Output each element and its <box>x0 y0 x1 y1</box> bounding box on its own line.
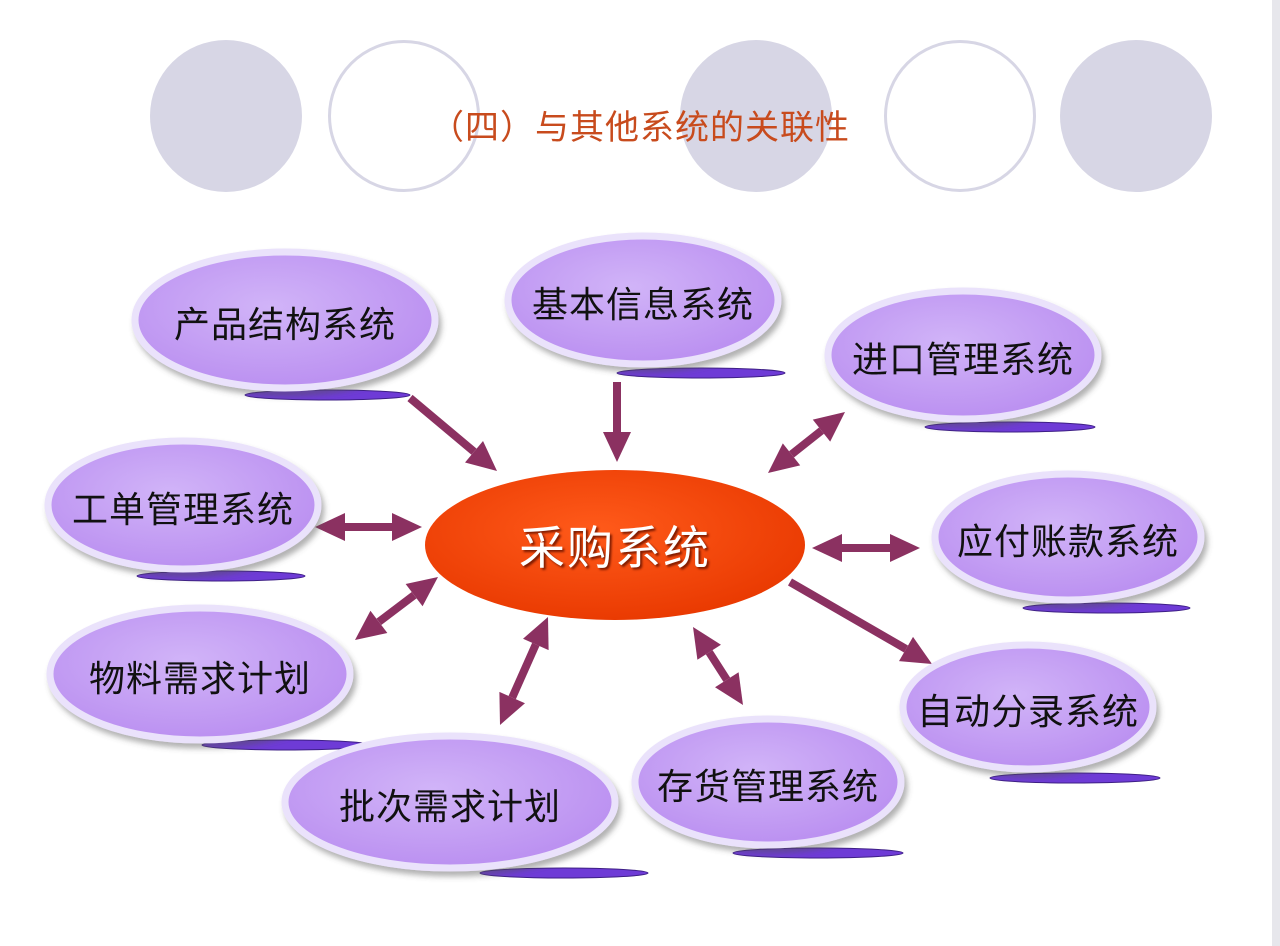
arrow-head-product-structure <box>465 440 497 471</box>
node-work-order-management <box>44 437 322 573</box>
arrow-tail-head-accounts-payable <box>812 534 842 562</box>
arrow-import-management <box>789 427 824 458</box>
center-node-label: 采购系统 <box>519 521 711 575</box>
node-auto-journal <box>899 641 1157 773</box>
arrow-material-requirements <box>376 591 417 626</box>
arrow-head-inventory-management <box>715 672 743 705</box>
node-label-accounts-payable: 应付账款系统 <box>956 522 1180 563</box>
node-underline-import-management <box>924 421 1096 433</box>
node-label-batch-requirements: 批次需求计划 <box>338 787 562 828</box>
arrow-tail-head-material-requirements <box>405 577 438 607</box>
header-deco-circle-2 <box>328 40 480 192</box>
arrow-head-accounts-payable <box>890 534 920 562</box>
node-label-basic-info: 基本信息系统 <box>531 285 755 326</box>
center-node-layer <box>425 470 805 620</box>
arrow-head-basic-info <box>603 432 631 462</box>
node-label-inventory-management: 存货管理系统 <box>656 767 880 808</box>
node-accounts-payable <box>931 470 1205 604</box>
node-underline-accounts-payable <box>1022 602 1191 614</box>
right-edge-strip <box>1272 0 1280 946</box>
node-product-structure <box>131 248 439 392</box>
node-underline-work-order-management <box>136 570 306 582</box>
node-label-work-order-management: 工单管理系统 <box>71 490 295 531</box>
node-label-material-requirements: 物料需求计划 <box>88 659 312 700</box>
node-underline-batch-requirements <box>479 867 649 879</box>
node-basic-info <box>504 232 782 368</box>
node-inventory-management <box>631 715 905 849</box>
arrow-layer <box>315 382 932 725</box>
arrow-product-structure <box>407 394 477 455</box>
node-label-auto-journal: 自动分录系统 <box>916 692 1140 733</box>
header-deco-circle-1 <box>150 40 302 192</box>
node-underline-product-structure <box>244 389 411 401</box>
arrow-head-material-requirements <box>355 610 388 640</box>
arrow-head-import-management <box>768 443 801 473</box>
arrow-tail-head-work-order-management <box>315 513 345 541</box>
node-layer <box>44 232 1205 872</box>
arrow-tail-head-batch-requirements <box>523 617 549 651</box>
node-label-import-management: 进口管理系统 <box>851 340 1075 381</box>
arrow-head-work-order-management <box>392 513 422 541</box>
arrow-head-auto-journal <box>899 636 932 664</box>
arrow-inventory-management <box>705 650 731 682</box>
slide-title: （四）与其他系统的关联性 <box>430 108 850 148</box>
node-import-management <box>824 287 1102 423</box>
arrow-auto-journal <box>787 578 909 653</box>
header-deco-circle-3 <box>680 40 832 192</box>
node-underline-inventory-management <box>732 847 904 859</box>
arrow-batch-requirements <box>508 642 540 700</box>
node-label-product-structure: 产品结构系统 <box>173 305 397 346</box>
node-underline-auto-journal <box>989 772 1161 784</box>
arrow-tail-head-inventory-management <box>693 627 721 660</box>
node-batch-requirements <box>281 732 619 872</box>
header-deco-circle-4 <box>884 40 1036 192</box>
center-node <box>425 470 805 620</box>
arrow-tail-head-import-management <box>812 412 845 442</box>
node-underline-basic-info <box>616 367 786 379</box>
arrow-head-batch-requirements <box>499 691 525 725</box>
header-deco-circle-5 <box>1060 40 1212 192</box>
node-material-requirements <box>46 604 354 744</box>
node-underline-layer <box>136 367 1191 879</box>
